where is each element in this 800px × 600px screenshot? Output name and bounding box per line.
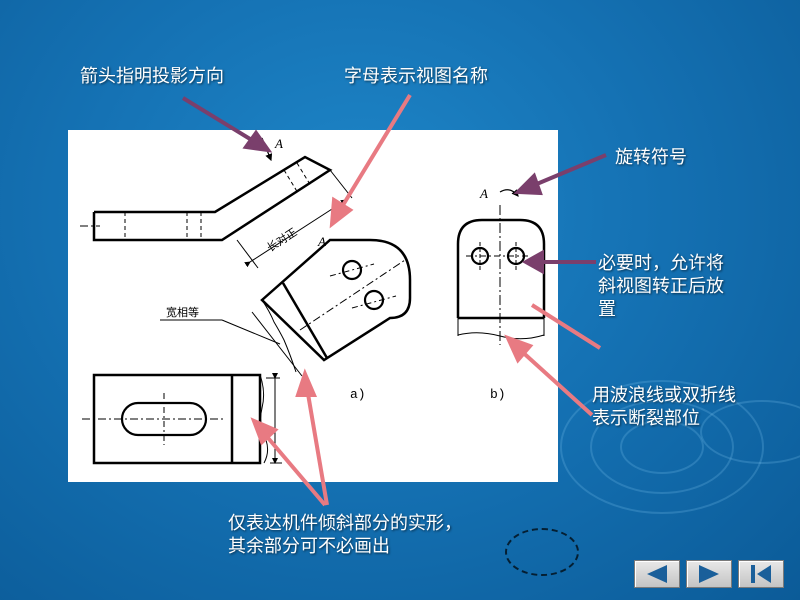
end-bar-icon [751,565,771,583]
rotate-note-line: 置 [598,299,616,320]
break-note: 用波浪线或双折线 表示断裂部位 [592,384,736,430]
rotation-symbol-label: 旋转符号 [615,147,687,168]
rotate-note-line: 斜视图转正后放 [598,276,724,297]
right-triangle-icon [699,565,719,583]
view-letter-a-bottom: A [317,234,326,249]
rotate-note: 必要时，允许将 斜视图转正后放 置 [598,252,724,321]
prev-slide-button[interactable] [634,560,680,588]
break-note-line: 用波浪线或双折线 [592,385,736,406]
rotated-view-b [456,189,546,345]
next-slide-button[interactable] [686,560,732,588]
parallel-dimension-text: 长对正 [264,225,299,255]
ripple-decoration [700,400,800,464]
oblique-view-a [251,238,412,377]
rotate-note-line: 必要时，允许将 [598,253,724,274]
ripple-decoration [505,528,579,576]
top-view [82,319,282,465]
view-letter-a: A [274,136,283,151]
view-label-b: b) [490,387,506,402]
view-label-a: a) [350,387,366,402]
letter-name-label: 字母表示视图名称 [344,66,488,87]
partial-note-line: 其余部分可不必画出 [228,536,390,557]
rotated-letter-a: A [479,186,488,201]
ripple-decoration [620,420,704,474]
callout-arrows [250,93,602,507]
left-triangle-icon [647,565,667,583]
partial-note-line: 仅表达机件倾斜部分的实形， [228,513,462,534]
arrow-direction-label: 箭头指明投影方向 [80,66,224,87]
partial-note: 仅表达机件倾斜部分的实形， 其余部分可不必画出 [228,512,462,558]
end-slide-button[interactable] [738,560,784,588]
break-note-line: 表示断裂部位 [592,408,700,429]
front-view [80,137,353,269]
width-dimension-text: 宽相等 [166,305,199,319]
callout-arrows-purple [181,96,607,275]
